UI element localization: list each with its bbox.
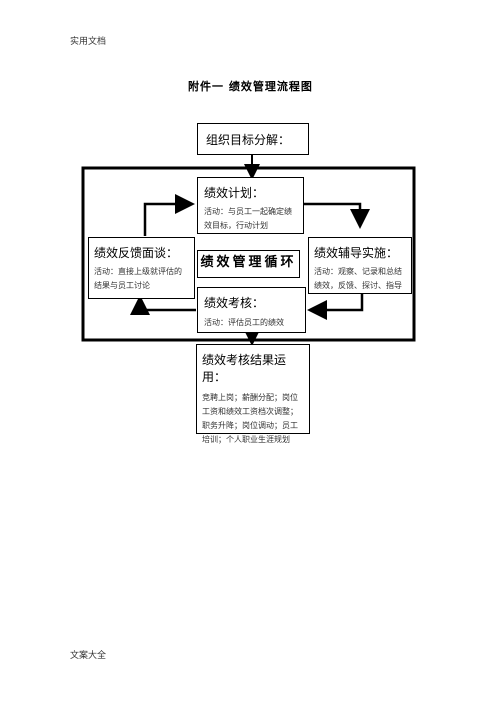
arrow-assess-to-feedback xyxy=(130,295,196,315)
cycle-label: 绩效管理循环 xyxy=(197,250,300,278)
page-header: 实用文档 xyxy=(70,37,107,47)
coach-title: 绩效辅导实施： xyxy=(314,246,399,260)
plan-title: 绩效计划： xyxy=(204,186,265,200)
feedback-title: 绩效反馈面谈： xyxy=(94,246,179,260)
plan-box: 绩效计划： 活动：与员工一起确定绩效目标，行动计划 xyxy=(197,177,304,234)
goal-box: 组织目标分解： xyxy=(197,123,309,155)
plan-text: 活动：与员工一起确定绩效目标，行动计划 xyxy=(204,207,292,230)
feedback-text: 活动：直接上级就评估的结果与员工讨论 xyxy=(94,267,182,290)
assess-title: 绩效考核： xyxy=(204,296,265,310)
feedback-box: 绩效反馈面谈： 活动：直接上级就评估的结果与员工讨论 xyxy=(88,237,195,299)
result-box: 绩效考核结果运用： 竞聘上岗；薪酬分配；岗位工资和绩效工资档次调整；职务升降；岗… xyxy=(196,344,310,444)
result-title: 绩效考核结果运用： xyxy=(202,353,287,384)
coach-box: 绩效辅导实施： 活动：观察、记录和总结绩效，反馈、探讨、指导 xyxy=(308,237,412,294)
arrow-plan-to-coach xyxy=(304,202,370,229)
assess-text: 活动：评估员工的绩效 xyxy=(204,318,284,327)
goal-title: 组织目标分解： xyxy=(206,133,291,147)
result-text: 竞聘上岗；薪酬分配；岗位工资和绩效工资档次调整；职务升降；岗位调动；员工培训；个… xyxy=(202,393,298,444)
assess-box: 绩效考核： 活动：评估员工的绩效 xyxy=(197,287,306,333)
arrow-feedback-to-plan xyxy=(143,194,195,236)
arrow-coach-to-assess xyxy=(307,292,364,320)
coach-text: 活动：观察、记录和总结绩效，反馈、探讨、指导 xyxy=(314,267,402,290)
page-footer: 文案大全 xyxy=(70,651,107,661)
document-title: 附件一 绩效管理流程图 xyxy=(188,80,313,93)
